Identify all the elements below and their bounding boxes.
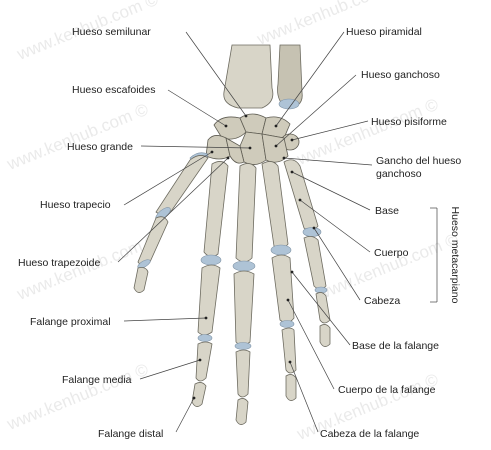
middle-distal-phalanx	[236, 398, 248, 424]
ulna-bone	[278, 45, 303, 108]
watermark: www.kenhub.com ©	[253, 0, 401, 49]
label-falange-proximal: Falange proximal	[30, 316, 111, 328]
middle-pip-cartilage	[235, 343, 251, 350]
index-distal-phalanx	[192, 382, 206, 406]
leader-falange-proximal	[124, 318, 206, 321]
little-metacarpal	[284, 160, 318, 231]
middle-mcp-cartilage	[233, 261, 255, 271]
radius-bone	[224, 45, 273, 108]
label-hueso-metacarpiano: Hueso metacarpiano	[449, 207, 461, 304]
index-pip-cartilage	[198, 335, 212, 342]
watermark: www.kenhub.com ©	[3, 100, 151, 175]
label-hueso-escafoides: Hueso escafoides	[72, 84, 155, 96]
forearm-bones	[224, 45, 302, 109]
middle-metacarpal	[236, 163, 256, 262]
label-hueso-ganchoso: Hueso ganchoso	[361, 69, 440, 81]
label-hueso-piramidal: Hueso piramidal	[346, 26, 422, 38]
thumb	[134, 155, 208, 292]
label-hueso-semilunar: Hueso semilunar	[72, 26, 151, 38]
index-metacarpal	[204, 161, 228, 256]
ring-metacarpal	[262, 161, 288, 248]
trapezium-bone	[226, 138, 244, 163]
ring-middle-phalanx	[282, 328, 296, 373]
label-base: Base	[375, 205, 399, 217]
label-gancho-line2: ganchoso	[376, 168, 422, 180]
label-cabeza-de-la-falange: Cabeza de la falange	[320, 428, 419, 440]
label-hueso-trapecio: Hueso trapecio	[40, 199, 111, 211]
index-mcp-cartilage	[201, 255, 221, 265]
ring-distal-phalanx	[286, 374, 296, 400]
label-falange-distal: Falange distal	[98, 428, 163, 440]
label-base-de-la-falange: Base de la falange	[352, 340, 439, 352]
index-finger	[192, 161, 228, 406]
watermark: www.kenhub.com ©	[313, 230, 461, 305]
label-cabeza: Cabeza	[364, 295, 400, 307]
leader-falange-media	[140, 360, 200, 379]
leader-falange-distal	[176, 398, 194, 432]
index-middle-phalanx	[196, 342, 212, 381]
label-hueso-pisiforme: Hueso pisiforme	[371, 116, 447, 128]
watermark: www.kenhub.com ©	[3, 360, 151, 435]
little-proximal-phalanx	[304, 236, 326, 289]
ring-proximal-phalanx	[272, 255, 294, 323]
label-cuerpo: Cuerpo	[374, 247, 409, 259]
thumb-distal-phalanx	[134, 268, 148, 293]
ring-mcp-cartilage	[271, 245, 291, 255]
little-distal-phalanx	[320, 324, 330, 346]
label-hueso-trapezoide: Hueso trapezoide	[18, 257, 100, 269]
label-hueso-grande: Hueso grande	[67, 141, 133, 153]
label-falange-media: Falange media	[62, 374, 132, 386]
thumb-metacarpal	[156, 155, 208, 214]
label-cuerpo-de-la-falange: Cuerpo de la falange	[338, 384, 436, 396]
leader-escafoides	[168, 90, 226, 126]
label-gancho-line1: Gancho del hueso	[376, 155, 461, 167]
index-proximal-phalanx	[198, 265, 220, 335]
middle-middle-phalanx	[236, 350, 250, 397]
middle-proximal-phalanx	[234, 271, 254, 345]
middle-finger	[233, 163, 256, 424]
ring-pip-cartilage	[280, 321, 294, 328]
